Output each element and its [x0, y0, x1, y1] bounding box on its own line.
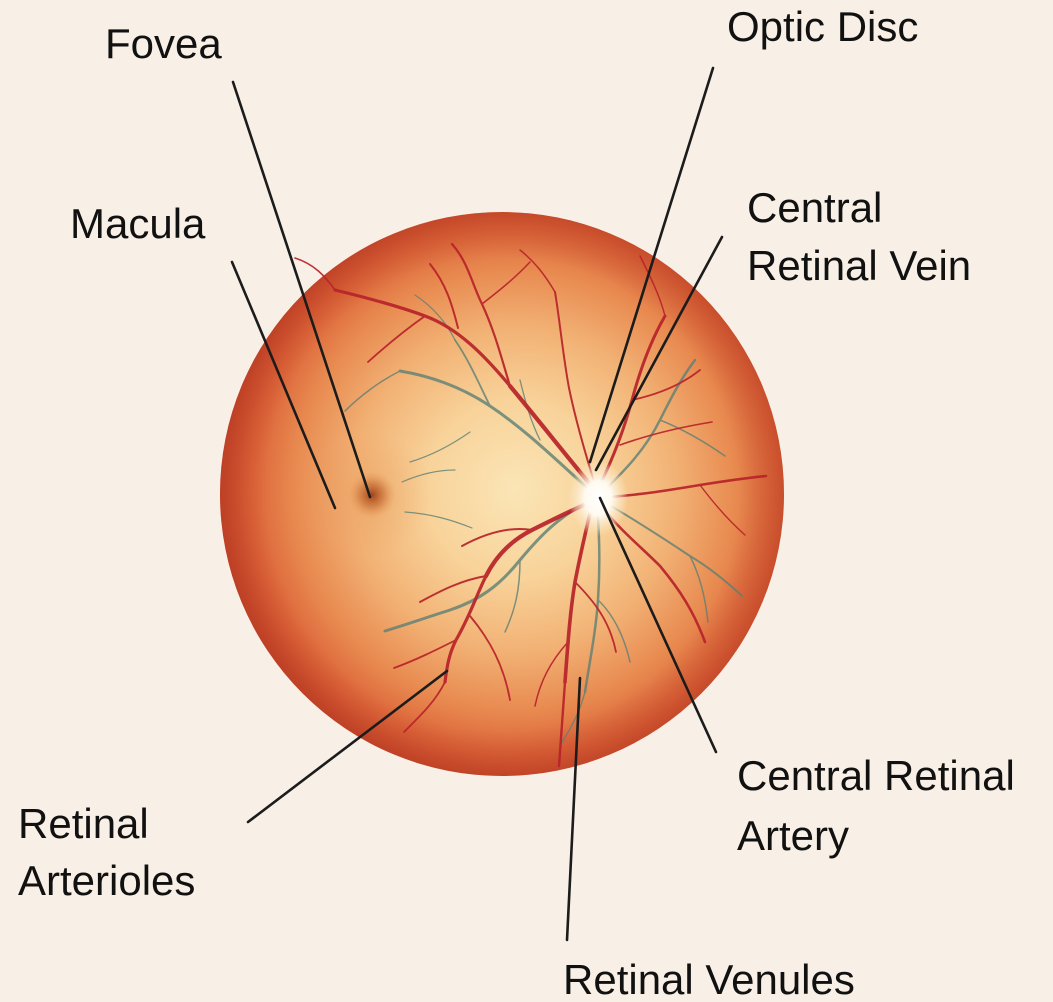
central-retinal-artery-label-line1: Central Retinal	[737, 752, 1015, 799]
retinal-arterioles-label-line1: Retinal	[18, 800, 149, 847]
central-retinal-vein-label-line2: Retinal Vein	[747, 242, 971, 289]
macula-label: Macula	[70, 200, 206, 247]
fovea-spot	[348, 471, 396, 519]
fovea-label: Fovea	[105, 20, 222, 67]
central-retinal-vein-label-line1: Central	[747, 184, 882, 231]
retinal-venules-label: Retinal Venules	[563, 956, 855, 1002]
optic-disc-label: Optic Disc	[727, 3, 918, 50]
retinal-arterioles-label-line2: Arterioles	[18, 857, 195, 904]
central-retinal-artery-label-line2: Artery	[737, 812, 849, 859]
optic-disc	[568, 460, 628, 536]
